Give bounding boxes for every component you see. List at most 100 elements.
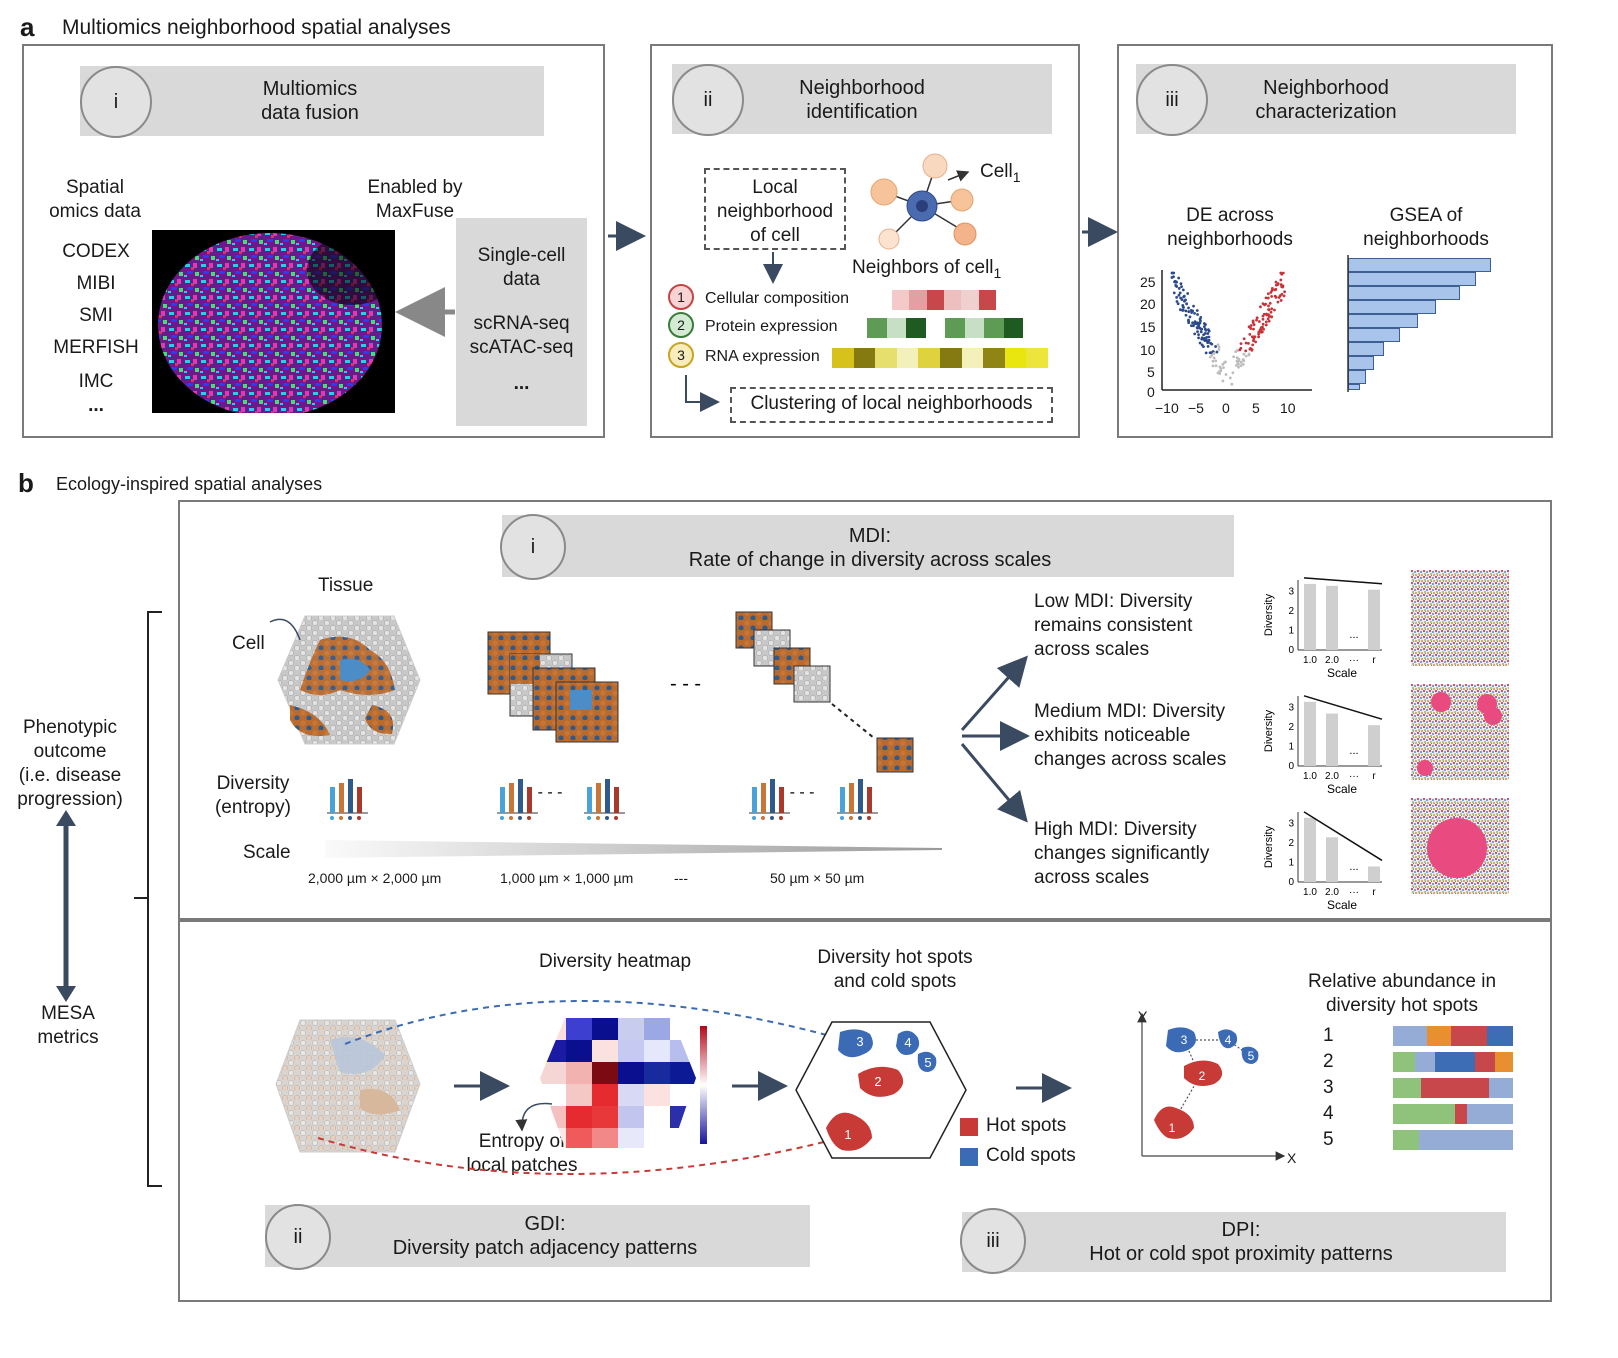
low-mdi-text: Low MDI: Diversity remains consistent ac… (1034, 590, 1192, 662)
protein-strip (867, 318, 1023, 338)
hot-spot-1-label: 1 (844, 1127, 851, 1142)
volcano-point (1219, 367, 1223, 371)
div-icon-dot (614, 816, 618, 820)
heatmap-cell (618, 1018, 644, 1040)
volcano-point (1176, 302, 1180, 306)
volcano-point (1205, 335, 1209, 339)
volcano-point (1271, 287, 1274, 290)
spatial-omics-image (152, 230, 395, 413)
double-arrow-down (56, 986, 76, 1002)
div-icon-dot (867, 816, 871, 820)
mini-trend-line (1303, 695, 1383, 720)
volcano-point (1207, 335, 1211, 339)
stack-dashes: - - - (670, 673, 701, 695)
high-mdi-l2: changes significantly (1034, 843, 1210, 864)
roman-b-iii: iii (960, 1208, 1026, 1274)
phenotypic-l2: outcome (33, 741, 107, 762)
div-icon-dot (779, 816, 783, 820)
volcano-point (1206, 332, 1210, 335)
scrna-label: scRNA-seq (473, 313, 570, 334)
volcano-point (1252, 327, 1255, 331)
volcano-xtick-m5: −5 (1188, 400, 1204, 416)
mdi-title-l1: MDI: (848, 525, 892, 547)
feature-1-label: Cellular composition (705, 290, 850, 307)
scale-2000: 2,000 µm × 2,000 µm (308, 870, 442, 886)
volcano-point (1184, 313, 1188, 317)
volcano-point (1263, 303, 1266, 307)
volcano-point (1197, 336, 1200, 340)
div-icon-dot (858, 816, 862, 820)
banner-a-iii-title: Neighborhood characterization (1236, 76, 1416, 124)
volcano-point (1221, 379, 1225, 383)
axis-x-label: X (1287, 1150, 1297, 1166)
sc-more-label: ... (513, 373, 530, 394)
div-icon-bar (605, 779, 610, 813)
abundance-segment (1393, 1026, 1427, 1046)
volcano-point (1266, 317, 1270, 321)
abundance-segment (1419, 1130, 1513, 1150)
div-icon-bar (587, 787, 592, 813)
volcano-point (1186, 292, 1190, 295)
method-mibi: MIBI (76, 273, 116, 294)
volcano-point (1255, 318, 1258, 322)
volcano-point (1196, 330, 1199, 334)
hotcold-l2: and cold spots (833, 971, 957, 992)
local-l1: Local (752, 177, 798, 198)
diversity-entropy-label: Diversity (entropy) (200, 772, 306, 820)
volcano-point (1255, 316, 1259, 320)
enabled-by-label: Enabled by MaxFuse (355, 176, 475, 224)
volcano-point (1187, 306, 1190, 310)
scatac-label: scATAC-seq (469, 337, 574, 358)
mini-ytick: 3 (1288, 819, 1294, 830)
enabled-l1: Enabled by (367, 177, 463, 198)
entropy-pointer (515, 1102, 553, 1132)
mini-xlabel: Scale (1327, 898, 1357, 912)
rna-strip (832, 348, 1048, 368)
abund-l1: Relative abundance in (1307, 971, 1497, 992)
volcano-point (1184, 309, 1188, 313)
volcano-ytick-15: 15 (1140, 319, 1156, 335)
volcano-point (1170, 271, 1174, 275)
div-icon-bar (500, 787, 505, 813)
mini-xtick: ··· (1349, 771, 1359, 782)
dpi-cold-4-label: 4 (1225, 1033, 1232, 1047)
mesa-l1: MESA (41, 1003, 95, 1024)
volcano-point (1257, 335, 1260, 339)
abundance-row (1393, 1130, 1513, 1150)
mini-xlabel: Scale (1327, 782, 1357, 796)
volcano-point (1191, 309, 1195, 313)
volcano-point (1249, 327, 1253, 330)
volcano-point (1274, 295, 1278, 299)
heatmap-cell (618, 1128, 644, 1148)
phenotypic-l1: Phenotypic (22, 717, 117, 738)
volcano-point (1188, 315, 1192, 319)
volcano-point (1267, 319, 1271, 323)
noise-pattern-low (1411, 570, 1509, 666)
volcano-point (1203, 327, 1207, 331)
tissue-hexagon-plot (277, 615, 421, 745)
abundance-segment (1450, 1026, 1487, 1046)
heatmap-cell (540, 1062, 566, 1084)
volcano-point (1211, 359, 1215, 363)
volcano-point (1249, 347, 1252, 350)
mini-bar (1304, 583, 1316, 650)
mini-ylabel: Diversity (1263, 825, 1275, 868)
mesa-l2: metrics (37, 1027, 99, 1048)
heatmap-cell (592, 1106, 618, 1128)
volcano-point (1203, 337, 1206, 340)
volcano-point (1174, 284, 1178, 287)
div-icon-bar (849, 783, 854, 813)
banner-gdi (265, 1205, 810, 1267)
hot-legend-swatch (960, 1118, 978, 1136)
volcano-point (1242, 352, 1246, 356)
banner-a-i-title-l2: data fusion (261, 102, 359, 124)
feature-3-badge: 3 (668, 342, 694, 368)
mini-xtick: 2.0 (1325, 771, 1339, 782)
volcano-point (1264, 323, 1268, 327)
dpi-cold-3-label: 3 (1181, 1033, 1188, 1047)
composition-strip (892, 290, 996, 310)
mini-xtick: 1.0 (1303, 771, 1317, 782)
spatial-omics-l2: omics data (49, 201, 141, 222)
method-merfish: MERFISH (53, 337, 139, 358)
volcano-point (1276, 300, 1280, 304)
